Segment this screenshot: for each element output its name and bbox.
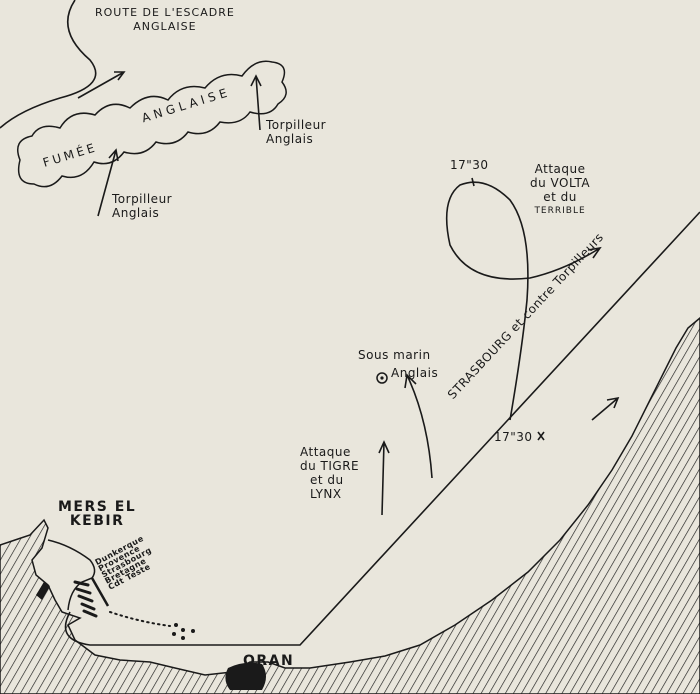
label-line: Attaque <box>300 445 351 459</box>
dotted-route <box>109 611 171 627</box>
label-torpilleur-left: Torpilleur Anglais <box>112 192 172 220</box>
label-line: Torpilleur <box>112 192 173 206</box>
label-line: Anglais <box>266 132 314 146</box>
label-line: KEBIR <box>69 513 125 529</box>
label-line: Attaque <box>534 162 586 176</box>
label-line: ANGLAISE <box>133 20 197 33</box>
label-sous-marin-1: Sous marin <box>358 348 431 362</box>
label-sous-marin-2: Anglais <box>391 366 439 380</box>
label-line: Anglais <box>112 206 160 220</box>
coastline-land <box>0 317 700 694</box>
label-line: MERS EL <box>58 499 137 515</box>
destroyers <box>172 623 195 640</box>
oran-city <box>225 662 266 690</box>
label-time-line: 17"30 <box>494 430 533 444</box>
label-line: et du <box>310 473 344 487</box>
label-line: du TIGRE <box>300 459 360 473</box>
submarine-marker <box>376 372 388 384</box>
label-torpilleur-right: Torpilleur Anglais <box>266 118 326 146</box>
harbour-inlet <box>47 539 96 611</box>
strasbourg-route-line <box>64 211 700 646</box>
smoke-screen <box>17 60 287 188</box>
label-line: du VOLTA <box>530 176 591 190</box>
label-line: Torpilleur <box>266 118 327 132</box>
french-fleet-ships <box>73 580 98 618</box>
label-attaque-volta: Attaque du VOLTA et du TERRIBLE <box>530 162 590 218</box>
label-attaque-tigre: Attaque du TIGRE et du LYNX <box>300 445 359 501</box>
label-mers-el-kebir: MERS EL KEBIR <box>58 500 136 528</box>
jetty <box>90 577 110 607</box>
british-route-line <box>0 0 97 129</box>
label-oran: ORAN <box>243 653 295 669</box>
label-line: LYNX <box>310 487 342 501</box>
label-line: et du <box>543 190 577 204</box>
label-line: TERRIBLE <box>534 206 586 216</box>
label-time-loop: 17"30 <box>450 158 489 172</box>
label-route-escadre: ROUTE DE L'ESCADRE ANGLAISE <box>95 6 235 34</box>
mers-el-kebir-quay <box>36 582 50 600</box>
label-line: ROUTE DE L'ESCADRE <box>95 6 235 19</box>
